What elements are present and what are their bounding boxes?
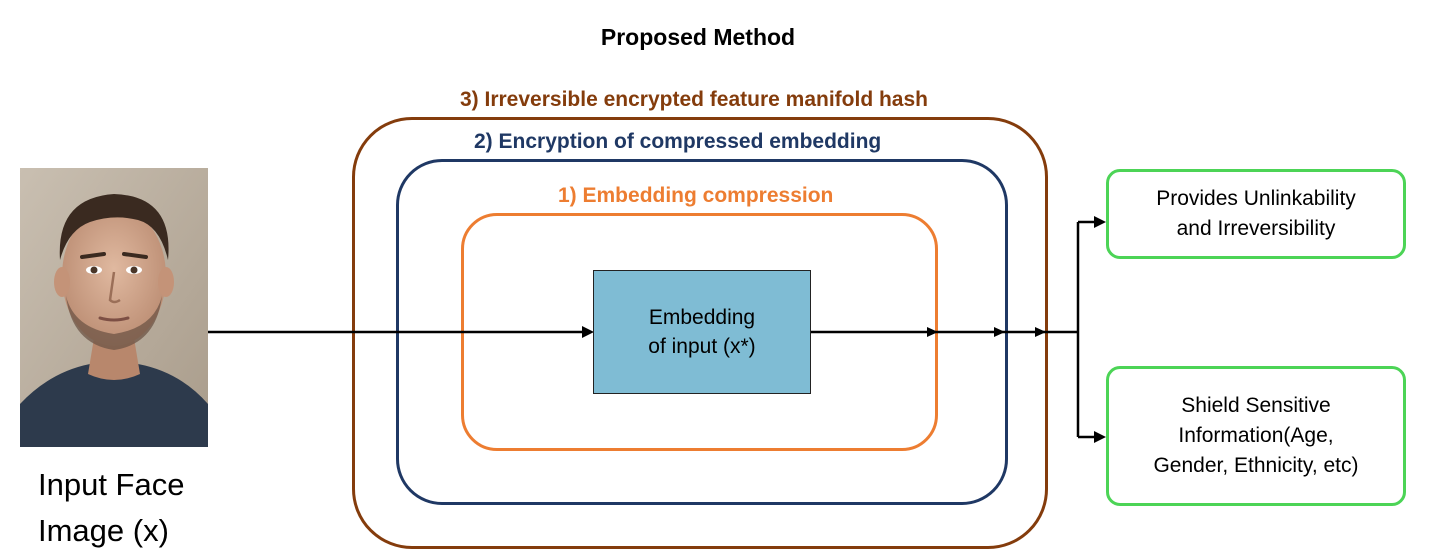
arrow-hash-edge bbox=[1035, 327, 1046, 337]
arrow-into-embedding bbox=[582, 326, 594, 338]
encryption-label: 2) Encryption of compressed embedding bbox=[474, 130, 882, 153]
arrow-to-shield bbox=[1094, 431, 1106, 443]
output1-line1: Provides Unlinkability bbox=[1156, 187, 1356, 210]
diagram-title: Proposed Method bbox=[600, 24, 796, 50]
arrow-encryption-edge bbox=[994, 327, 1005, 337]
embedding-box: Embedding of input (x*) bbox=[593, 270, 811, 394]
input-label-line1: Input Face bbox=[38, 467, 185, 502]
irreversible-hash-label: 3) Irreversible encrypted feature manifo… bbox=[460, 88, 928, 111]
arrow-compression-edge bbox=[927, 327, 938, 337]
embedding-line1: Embedding bbox=[648, 306, 756, 329]
compression-label: 1) Embedding compression bbox=[558, 184, 834, 207]
output2-line2: Information(Age, bbox=[1178, 424, 1334, 447]
unlinkability-output-box: Provides Unlinkability and Irreversibili… bbox=[1106, 169, 1406, 259]
face-portrait bbox=[20, 168, 208, 447]
output2-line1: Shield Sensitive bbox=[1181, 394, 1331, 417]
input-face-image bbox=[20, 168, 208, 447]
output1-line2: and Irreversibility bbox=[1176, 217, 1336, 240]
arrow-to-unlinkability bbox=[1094, 216, 1106, 228]
input-label-line2: Image (x) bbox=[38, 513, 169, 548]
input-face-label: Input Face Image (x) bbox=[38, 462, 184, 554]
shield-sensitive-output-box: Shield Sensitive Information(Age, Gender… bbox=[1106, 366, 1406, 506]
output2-line3: Gender, Ethnicity, etc) bbox=[1153, 454, 1359, 477]
embedding-line2: of input (x*) bbox=[648, 335, 756, 358]
